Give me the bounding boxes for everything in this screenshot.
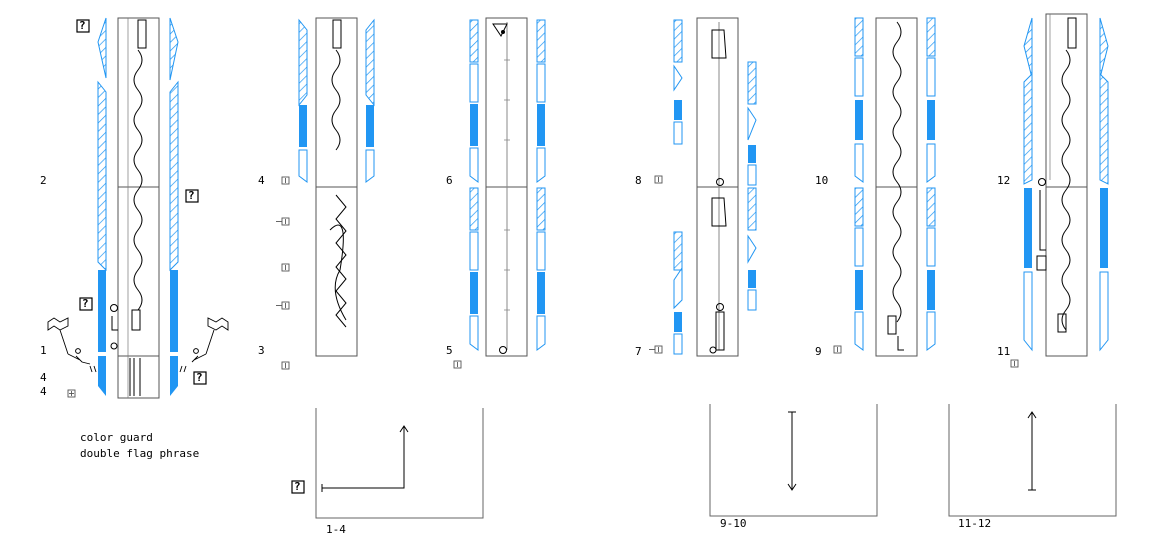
- count-label: 4: [40, 385, 47, 398]
- help-icons: [76, 19, 305, 494]
- path-label: 1-4: [326, 523, 346, 536]
- help-icon[interactable]: ?: [196, 371, 203, 384]
- panel-d: [673, 17, 878, 517]
- count-label: 11: [997, 345, 1011, 358]
- count-label: 3: [258, 344, 265, 357]
- help-icon[interactable]: ?: [82, 297, 89, 310]
- count-label: 1: [40, 344, 47, 357]
- path-label: 9-10: [720, 517, 747, 530]
- count-label: 12: [997, 174, 1011, 187]
- count-label: 8: [635, 174, 642, 187]
- spiral-path: [133, 49, 143, 311]
- panel-b: [298, 17, 484, 519]
- count-label: 4: [40, 371, 47, 384]
- count-label: 7: [635, 345, 642, 358]
- count-label: 10: [815, 174, 829, 187]
- count-label: 5: [446, 344, 453, 357]
- count-label: 9: [815, 345, 822, 358]
- path-label: 11-12: [958, 517, 992, 530]
- panel-f: [948, 13, 1117, 517]
- position-markers: [67, 175, 1019, 398]
- help-icon[interactable]: ?: [188, 189, 195, 202]
- count-label: 6: [446, 174, 453, 187]
- caption-line: double flag phrase: [80, 447, 200, 460]
- caption-line: color guard: [80, 431, 153, 444]
- panel-e: [854, 17, 936, 357]
- count-label: 2: [40, 174, 47, 187]
- panel-c: [469, 17, 546, 357]
- panel-a: [47, 17, 229, 399]
- help-icon[interactable]: ?: [294, 480, 301, 493]
- count-label: 4: [258, 174, 265, 187]
- help-icon[interactable]: ?: [79, 19, 86, 32]
